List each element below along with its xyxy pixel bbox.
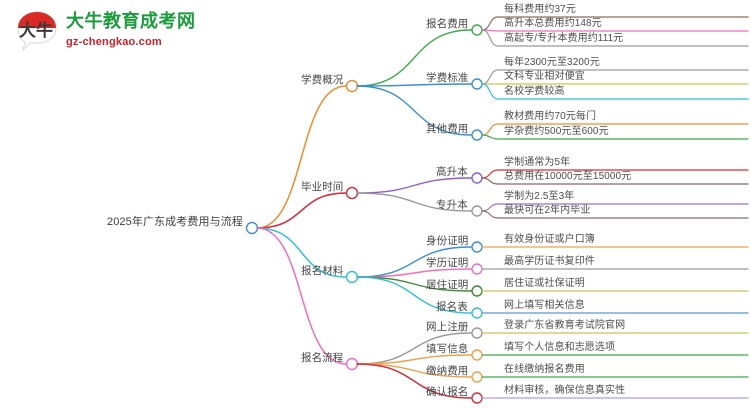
branch-node-1[interactable] xyxy=(345,79,359,93)
leaf-label-2-1-1: 学制通常为5年 xyxy=(504,157,571,168)
branch-node-3[interactable] xyxy=(345,270,359,284)
sub-label-4-2: 填写信息 xyxy=(426,343,469,355)
sub-label-3-4: 报名表 xyxy=(436,301,468,313)
sub-label-4-4: 确认报名 xyxy=(426,386,469,398)
connector-line xyxy=(356,177,472,194)
leaf-label-4-4-1: 材料审核，确保信息真实性 xyxy=(504,385,626,396)
logo-brand-name: 大牛教育成考网 xyxy=(66,11,196,31)
sub-node-4-4[interactable] xyxy=(471,392,483,404)
logo-mark-icon: 大牛 xyxy=(17,11,57,52)
sub-node-3-1[interactable] xyxy=(471,241,483,253)
connector-line xyxy=(256,192,347,229)
leaf-label-4-3-1: 在线缴纳报名费用 xyxy=(504,364,585,375)
sub-node-1-1[interactable] xyxy=(471,24,483,36)
sub-label-4-3: 缴纳费用 xyxy=(426,365,469,377)
svg-text:大牛: 大牛 xyxy=(19,20,53,40)
connector-line xyxy=(356,276,472,314)
connector-line xyxy=(481,177,499,185)
leaf-label-1-1-2: 高升本总费用约148元 xyxy=(504,18,602,29)
leaf-label-1-2-1: 每年2300元至3200元 xyxy=(504,57,600,68)
connector-line xyxy=(481,169,499,179)
sub-node-4-2[interactable] xyxy=(471,349,483,361)
leaf-label-3-1-1: 有效身份证或户口簿 xyxy=(504,234,595,245)
connector-line xyxy=(481,69,499,85)
connector-line xyxy=(356,29,472,87)
connector-line xyxy=(356,83,472,87)
connector-line xyxy=(256,227,347,278)
site-logo: 大牛 大牛教育成考网 gz-chengkao.com xyxy=(14,8,196,56)
branch-label-2: 毕业时间 xyxy=(301,181,344,193)
leaf-label-3-2-1: 最高学历证书复印件 xyxy=(504,256,595,267)
connector-line xyxy=(356,192,472,212)
sub-node-3-2[interactable] xyxy=(471,263,483,275)
sub-label-3-1: 身份证明 xyxy=(426,235,469,247)
sub-label-2-1: 高升本 xyxy=(436,166,468,178)
branch-label-1: 学费概况 xyxy=(301,74,344,86)
sub-node-2-1[interactable] xyxy=(471,172,483,184)
sub-label-4-1: 网上注册 xyxy=(426,321,469,333)
leaf-label-2-2-2: 最快可在2年内毕业 xyxy=(504,205,591,216)
sub-node-3-4[interactable] xyxy=(471,307,483,319)
connector-line xyxy=(481,83,499,100)
leaf-label-1-3-1: 教材费用约70元每门 xyxy=(504,111,597,122)
sub-node-4-3[interactable] xyxy=(471,371,483,383)
branch-label-4: 报名流程 xyxy=(301,352,344,364)
connector-line xyxy=(356,268,472,278)
leaf-label-1-3-2: 学杂费约500元至600元 xyxy=(504,126,609,137)
leaf-label-1-2-2: 文科专业相对便宜 xyxy=(504,71,585,82)
connector-line xyxy=(256,227,347,365)
sub-label-3-3: 居住证明 xyxy=(426,279,469,291)
sub-node-3-3[interactable] xyxy=(471,285,483,297)
sub-label-3-2: 学历证明 xyxy=(426,257,469,269)
leaf-label-1-2-3: 名校学费较高 xyxy=(504,86,565,97)
leaf-label-2-1-2: 总费用在10000元至15000元 xyxy=(504,171,632,182)
leaf-label-1-1-1: 每科费用约37元 xyxy=(504,4,576,15)
connector-line xyxy=(256,85,347,229)
leaf-label-4-2-1: 填写个人信息和志愿选项 xyxy=(504,342,616,353)
connector-line xyxy=(356,246,472,278)
root-node[interactable] xyxy=(245,221,259,235)
sub-label-1-3: 其他费用 xyxy=(426,123,469,135)
connector-line xyxy=(481,134,499,140)
sub-node-2-2[interactable] xyxy=(471,205,483,217)
connector-line xyxy=(481,203,499,212)
sub-node-1-3[interactable] xyxy=(471,129,483,141)
connector-line xyxy=(481,16,499,31)
leaf-label-2-2-1: 学制为2.5至3年 xyxy=(504,191,575,202)
connector-line xyxy=(481,29,499,47)
connector-line xyxy=(481,210,499,219)
leaf-label-3-4-1: 网上填写相关信息 xyxy=(504,300,585,311)
connector-line xyxy=(356,85,472,136)
leaf-label-1-1-3: 高起专/专升本费用约111元 xyxy=(504,33,624,44)
sub-label-1-1: 报名费用 xyxy=(426,18,469,30)
connector-line xyxy=(481,123,499,136)
leaf-label-4-1-1: 登录广东省教育考试院官网 xyxy=(504,320,626,331)
branch-node-2[interactable] xyxy=(345,186,359,200)
branch-node-4[interactable] xyxy=(345,357,359,371)
connector-line xyxy=(356,363,472,399)
connector-line xyxy=(356,354,472,365)
logo-brand-url: gz-chengkao.com xyxy=(66,36,162,48)
sub-label-1-2: 学费标准 xyxy=(426,72,469,84)
root-label: 2025年广东成考费用与流程 xyxy=(107,216,243,228)
branch-label-3: 报名材料 xyxy=(301,265,344,277)
connector-line xyxy=(356,332,472,365)
sub-node-1-2[interactable] xyxy=(471,78,483,90)
leaf-label-3-3-1: 居住证或社保证明 xyxy=(504,278,585,289)
sub-label-2-2: 专升本 xyxy=(436,199,468,211)
sub-node-4-1[interactable] xyxy=(471,327,483,339)
